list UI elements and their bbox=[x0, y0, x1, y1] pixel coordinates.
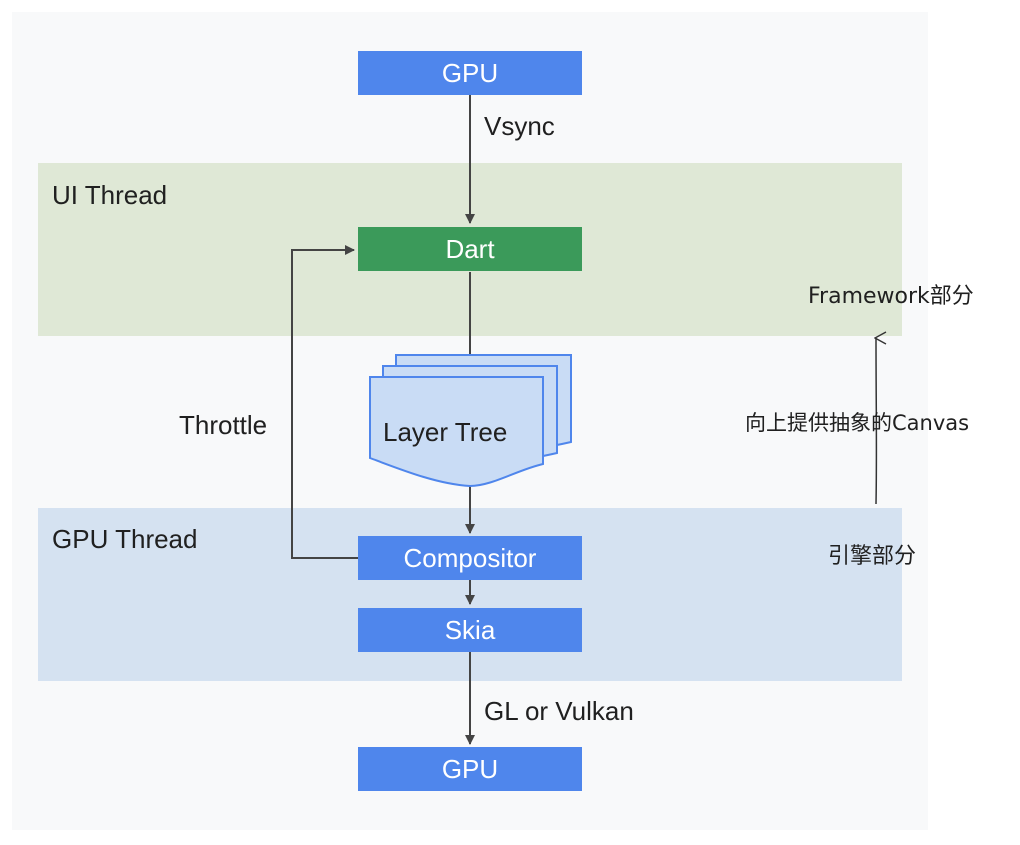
canvas-annotation: 向上提供抽象的Canvas bbox=[745, 411, 970, 435]
framework-annotation: Framework部分 bbox=[808, 284, 974, 309]
throttle-arrow bbox=[291, 245, 358, 559]
gpu-top-label: GPU bbox=[441, 57, 499, 88]
gpu-top-box: GPU bbox=[358, 51, 582, 95]
gpu-bottom-box: GPU bbox=[358, 747, 582, 791]
layer-tree-stack bbox=[369, 354, 572, 488]
gpu-bottom-label: GPU bbox=[441, 753, 499, 784]
skia-label: Skia bbox=[444, 614, 496, 645]
compositor-box: Compositor bbox=[358, 536, 582, 580]
gl-vulkan-label: GL or Vulkan bbox=[484, 696, 634, 726]
dart-label: Dart bbox=[445, 233, 495, 264]
dart-box: Dart bbox=[358, 227, 582, 271]
vsync-label: Vsync bbox=[484, 111, 555, 141]
layer-tree-label: Layer Tree bbox=[383, 417, 508, 447]
throttle-label: Throttle bbox=[179, 410, 268, 440]
engine-annotation: 引擎部分 bbox=[828, 544, 917, 569]
ui-thread-label: UI Thread bbox=[52, 180, 168, 210]
compositor-label: Compositor bbox=[403, 542, 537, 573]
layer-page-front bbox=[369, 376, 544, 488]
gpu-thread-label: GPU Thread bbox=[52, 524, 198, 554]
skia-box: Skia bbox=[358, 608, 582, 652]
